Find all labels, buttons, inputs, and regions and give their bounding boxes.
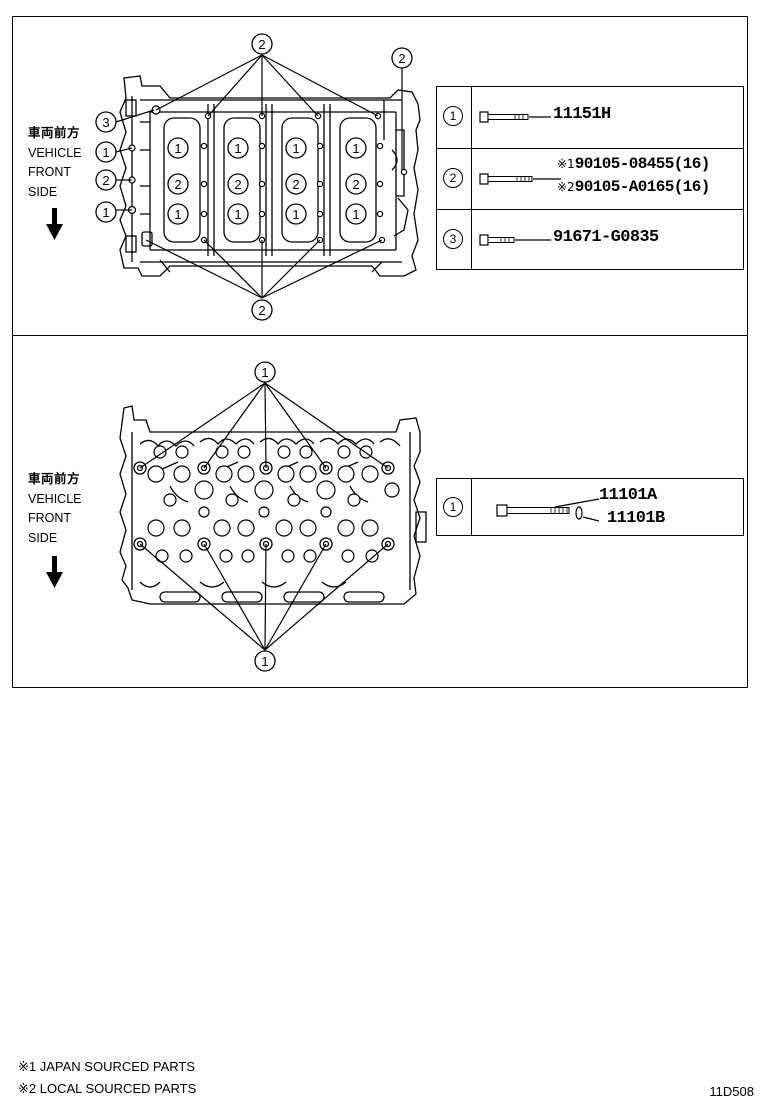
bolt-washer-icon bbox=[496, 498, 600, 522]
vehicle-front-arrow-icon bbox=[46, 556, 63, 588]
vehicle-front-label-en: FRONT bbox=[28, 165, 72, 179]
part-number: 91671-G0835 bbox=[553, 228, 659, 247]
legend-row: 1 11151H bbox=[437, 87, 743, 148]
callout-2: 2 bbox=[292, 177, 299, 192]
part-number: 90105-A0165(16) bbox=[574, 178, 711, 196]
callout-1: 1 bbox=[352, 207, 359, 222]
callout-1: 1 bbox=[174, 141, 181, 156]
local-mark: ※2 bbox=[557, 180, 575, 194]
callout-1: 1 bbox=[174, 207, 181, 222]
callout-1: 1 bbox=[234, 141, 241, 156]
bolt-icon bbox=[479, 173, 561, 185]
bolt-legend-table: 1 11151H 2 ※190105-08455(16) ※290105-A01… bbox=[436, 86, 744, 270]
vehicle-front-label-en: VEHICLE bbox=[28, 145, 82, 160]
legend-callout: 1 bbox=[443, 106, 463, 126]
callout-3-left: 3 bbox=[102, 115, 109, 130]
callout-1: 1 bbox=[352, 141, 359, 156]
callout-1-top: 1 bbox=[261, 365, 268, 380]
vehicle-front-label-en: FRONT bbox=[28, 511, 72, 525]
top-engine-drawing: 2 2 2 3 1 2 1 1 2 1 1 2 1 1 2 1 1 2 1 bbox=[46, 33, 421, 321]
bolt-icon bbox=[479, 111, 551, 123]
diagram-frame bbox=[12, 16, 748, 688]
panel-divider bbox=[13, 335, 747, 336]
vehicle-front-label-jp: 車両前方 bbox=[28, 126, 81, 140]
japan-mark: ※1 bbox=[557, 157, 575, 171]
part-number-japan: ※190105-08455(16) bbox=[557, 155, 710, 173]
bolt-legend-table: 1 11101A 11101B bbox=[436, 478, 744, 536]
callout-2: 2 bbox=[234, 177, 241, 192]
vehicle-front-label: 車両前方 VEHICLE FRONT SIDE bbox=[28, 470, 82, 548]
vehicle-front-label-en: VEHICLE bbox=[28, 491, 82, 506]
legend-row: 3 91671-G0835 bbox=[437, 209, 743, 269]
callout-2-top: 2 bbox=[258, 37, 265, 52]
callout-1-left: 1 bbox=[102, 145, 109, 160]
callout-1: 1 bbox=[292, 207, 299, 222]
footnotes: ※1 JAPAN SOURCED PARTS ※2 LOCAL SOURCED … bbox=[18, 1056, 196, 1100]
vehicle-front-label-jp: 車両前方 bbox=[28, 472, 81, 486]
callout-2-bottom: 2 bbox=[258, 303, 265, 318]
callout-2-right: 2 bbox=[398, 51, 405, 66]
legend-callout: 2 bbox=[443, 168, 463, 188]
callout-2: 2 bbox=[352, 177, 359, 192]
drawing-code: 11D508 bbox=[709, 1084, 754, 1099]
callout-1: 1 bbox=[292, 141, 299, 156]
vehicle-front-arrow-icon bbox=[46, 208, 63, 240]
callout-1-left: 1 bbox=[102, 205, 109, 220]
legend-callout: 1 bbox=[443, 497, 463, 517]
part-number: 11101B bbox=[607, 509, 665, 528]
part-number: 90105-08455(16) bbox=[574, 155, 711, 173]
bolt-icon bbox=[479, 234, 551, 246]
vehicle-front-label-en: SIDE bbox=[28, 184, 58, 199]
callout-1-bottom: 1 bbox=[261, 654, 268, 669]
bottom-engine-drawing: 1 1 bbox=[46, 361, 427, 672]
callout-2: 2 bbox=[174, 177, 181, 192]
callout-2-left: 2 bbox=[102, 173, 109, 188]
legend-row: 2 ※190105-08455(16) ※290105-A0165(16) bbox=[437, 148, 743, 209]
vehicle-front-label: 車両前方 VEHICLE FRONT SIDE bbox=[28, 124, 82, 202]
part-number: 11101A bbox=[599, 486, 657, 505]
part-number: 11151H bbox=[553, 105, 611, 124]
part-number-local: ※290105-A0165(16) bbox=[557, 178, 710, 196]
legend-row: 1 11101A 11101B bbox=[437, 479, 743, 535]
footnote-japan: ※1 JAPAN SOURCED PARTS bbox=[18, 1059, 196, 1074]
legend-callout: 3 bbox=[443, 229, 463, 249]
callout-1: 1 bbox=[234, 207, 241, 222]
footnote-local: ※2 LOCAL SOURCED PARTS bbox=[18, 1081, 197, 1096]
vehicle-front-label-en: SIDE bbox=[28, 530, 58, 545]
